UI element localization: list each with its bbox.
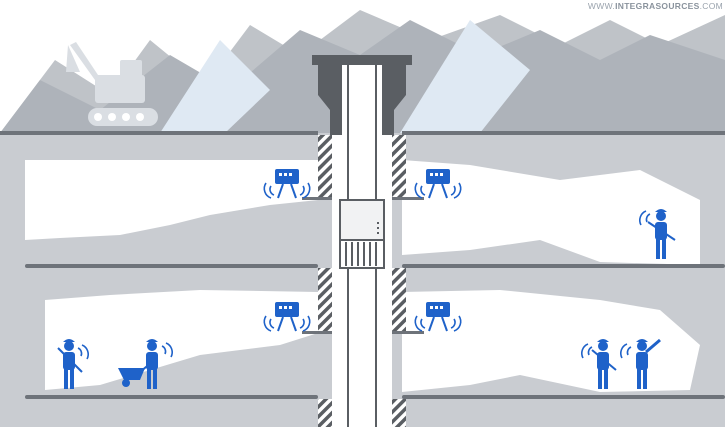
- miner-worker-icon: [638, 209, 676, 259]
- miner-worker-icon: [580, 339, 617, 389]
- miner-worker-icon: [57, 339, 90, 389]
- watermark-brand: INTEGRASOURCES: [615, 1, 700, 11]
- excavator-icon: [66, 42, 158, 126]
- mine-elevator-cage-icon: [339, 199, 385, 269]
- tunnel-level-2: [45, 290, 700, 392]
- wheelbarrow-icon: [118, 361, 153, 387]
- shaft-interior: [332, 135, 392, 427]
- tunnel-level-1: [25, 160, 700, 265]
- miner-worker-icon: [619, 338, 661, 389]
- brand-watermark: WWW.INTEGRASOURCES.COM: [588, 1, 723, 11]
- ground-surface-right: [402, 131, 725, 135]
- tunnel-floors: [25, 197, 725, 399]
- shaft-walls: [318, 135, 406, 427]
- watermark-suffix: .COM: [699, 1, 723, 11]
- ground-surface: [0, 131, 318, 135]
- watermark-prefix: WWW.: [587, 1, 616, 11]
